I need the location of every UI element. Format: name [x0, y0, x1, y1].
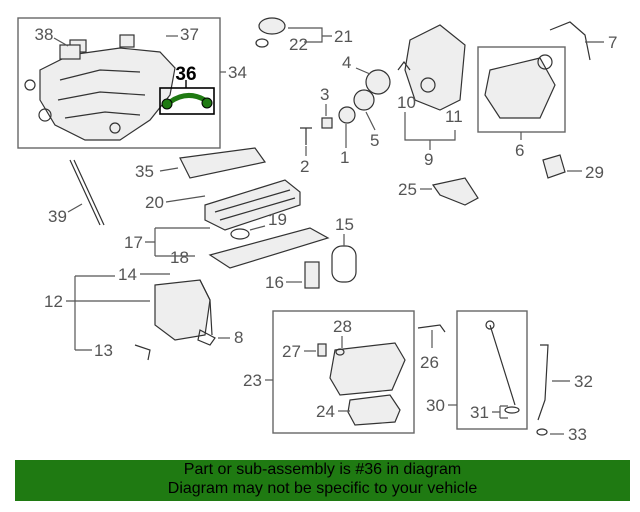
part-31-oring — [504, 406, 520, 414]
parts-diagram: 36 38 37 34 35 39 20 19 17 18 21 22 4 5 … — [17, 17, 617, 444]
callout-15: 15 — [335, 215, 354, 234]
part-3-washer — [321, 117, 333, 129]
part-22-seal — [255, 38, 269, 48]
callout-8: 8 — [234, 328, 243, 347]
part-35-gasket — [179, 147, 267, 179]
callout-6: 6 — [515, 141, 524, 160]
callout-30: 30 — [426, 396, 445, 415]
callout-5: 5 — [370, 131, 379, 150]
callout-38: 38 — [35, 25, 54, 44]
part-23-oil-pan — [329, 342, 406, 396]
dipstick-box — [456, 310, 528, 430]
callout-25: 25 — [398, 180, 417, 199]
part-29-cap — [542, 154, 566, 179]
part-18-gasket — [208, 227, 330, 269]
callout-18: 18 — [170, 248, 189, 267]
callout-26: 26 — [420, 353, 439, 372]
callout-23: 23 — [243, 371, 262, 390]
part-33-oring — [536, 428, 548, 436]
part-26-baffle — [417, 324, 446, 333]
callout-28: 28 — [333, 317, 352, 336]
callout-39: 39 — [48, 207, 67, 226]
part-8-bolt — [197, 329, 216, 346]
part-32-tube — [537, 344, 549, 421]
part-16-bracket — [304, 261, 320, 289]
callout-37: 37 — [180, 25, 199, 44]
callout-29: 29 — [585, 163, 604, 182]
callout-10: 10 — [397, 93, 416, 112]
part-39-tube — [69, 159, 101, 226]
part-24-lower-pan — [347, 394, 401, 426]
part-30-dipstick — [489, 324, 516, 406]
callout-17: 17 — [124, 233, 143, 252]
oil-pan-box — [272, 310, 415, 434]
callout-31: 31 — [470, 403, 489, 422]
part-1-sprocket — [338, 106, 356, 124]
callout-34: 34 — [228, 63, 247, 82]
part-13-gasket — [134, 344, 151, 361]
callout-16: 16 — [265, 273, 284, 292]
part-36-highlight-box[interactable] — [159, 87, 215, 115]
intake-manifold-box — [17, 17, 221, 149]
banner-line-2: Diagram may not be specific to your vehi… — [167, 480, 478, 497]
part-27-plug — [317, 343, 327, 357]
callout-2: 2 — [300, 157, 309, 176]
callout-33: 33 — [568, 425, 587, 444]
callout-14: 14 — [118, 265, 137, 284]
callout-36[interactable]: 36 — [175, 64, 196, 85]
part-2-bolt — [300, 127, 312, 145]
callout-3: 3 — [320, 85, 329, 104]
callout-19: 19 — [268, 210, 287, 229]
part-7-seal — [549, 21, 591, 61]
callout-11: 11 — [445, 107, 463, 126]
part-36-drawing — [161, 93, 213, 110]
part-6-oil-pump — [484, 57, 556, 119]
callout-22: 22 — [289, 35, 308, 54]
callout-27: 27 — [282, 342, 301, 361]
info-banner: Part or sub-assembly is #36 in diagram D… — [15, 460, 630, 501]
callout-7: 7 — [608, 33, 617, 52]
callout-9: 9 — [424, 150, 433, 169]
part-15-gasket — [331, 245, 357, 283]
part-25-guide — [431, 177, 479, 206]
part-28-washer — [335, 348, 345, 356]
callout-32: 32 — [574, 372, 593, 391]
callout-35: 35 — [135, 162, 154, 181]
part-4-pulley — [365, 69, 391, 95]
callout-12: 12 — [44, 292, 63, 311]
callout-1: 1 — [340, 148, 349, 167]
banner-line-1: Part or sub-assembly is #36 in diagram — [183, 461, 462, 478]
callout-21: 21 — [334, 27, 353, 46]
part-21-cap — [258, 17, 286, 35]
part-19-oring — [230, 228, 250, 240]
part-5-sprocket — [353, 89, 375, 111]
part-9-timing-cover — [404, 24, 466, 111]
callout-20: 20 — [145, 193, 164, 212]
callout-4: 4 — [342, 53, 351, 72]
intake-manifold-drawing — [24, 34, 176, 141]
callout-13: 13 — [94, 341, 113, 360]
callout-24: 24 — [316, 402, 335, 421]
